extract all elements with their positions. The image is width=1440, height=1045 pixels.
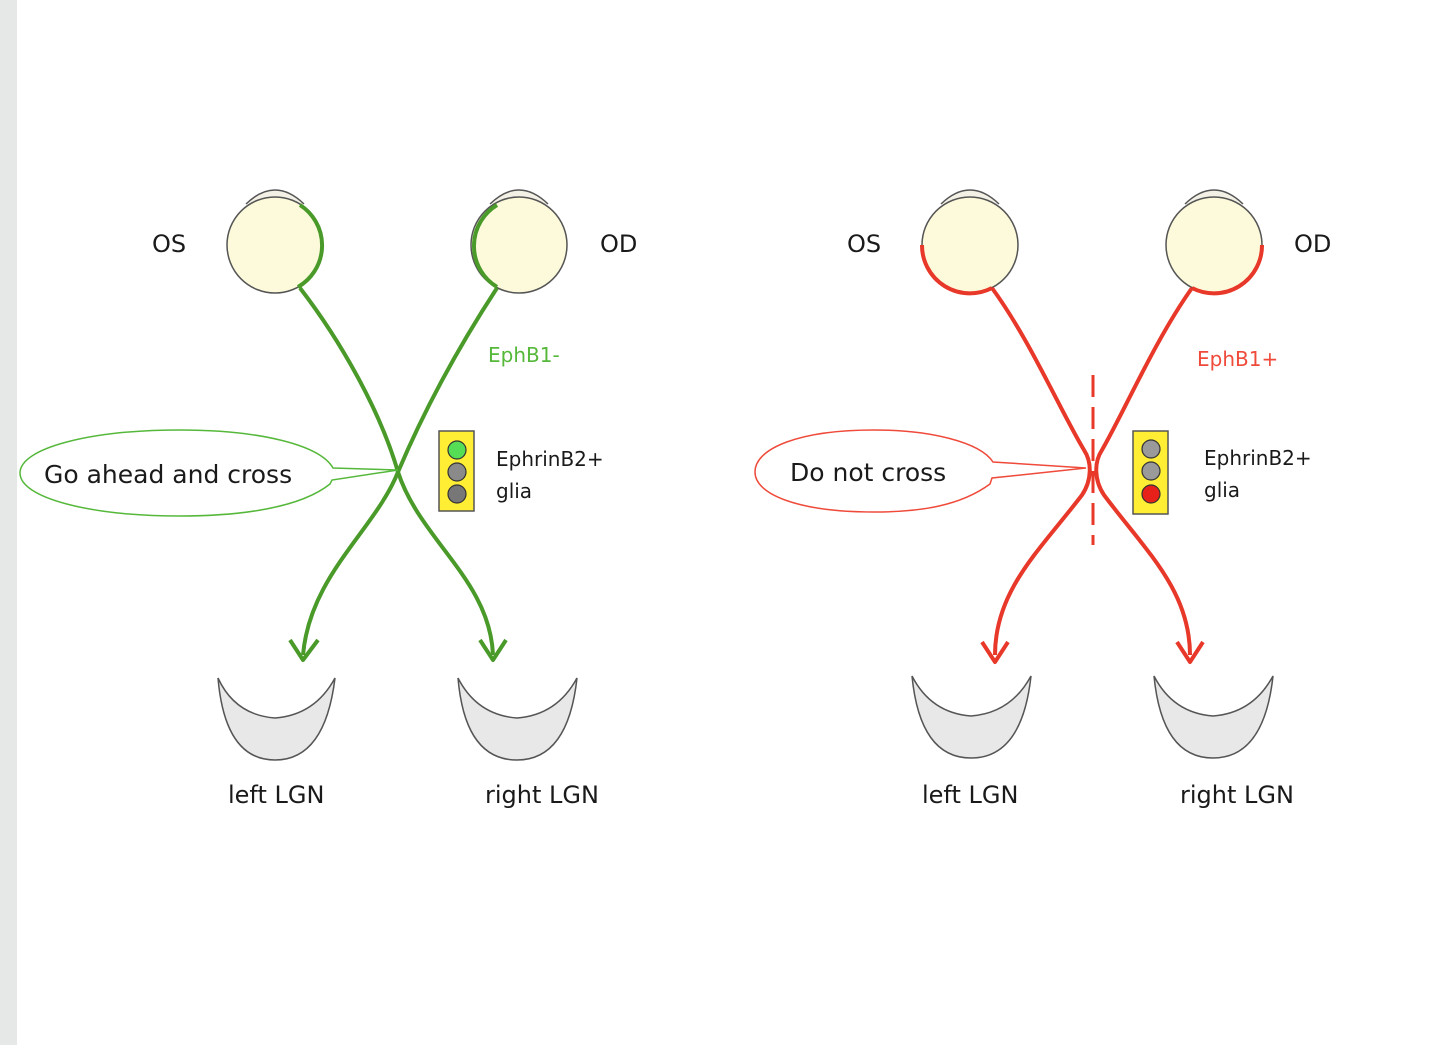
right-eye-label: OD: [1294, 230, 1331, 258]
glia-label-line1: EphrinB2+: [496, 447, 604, 471]
left-lgn-label: left LGN: [228, 781, 324, 809]
left-lgn-shape: [911, 675, 1032, 759]
go-cross-bubble: [19, 429, 399, 517]
right-panel: OS OD EphB1+ Do not cross EphrinB2+ glia…: [754, 189, 1331, 809]
receptor-label: EphB1-: [488, 343, 560, 367]
od-axon-ipsilateral: [1094, 286, 1194, 656]
os-axon-ipsilateral: [990, 286, 1092, 656]
left-eye-os: [919, 189, 1019, 296]
right-eye-label: OD: [600, 230, 637, 258]
left-eye-os: [226, 189, 325, 294]
signal-lamp-red: [1141, 484, 1161, 504]
left-panel: OS OD EphB1- Go ahead and cross EphrinB2…: [19, 189, 637, 809]
traffic-light-green: [438, 430, 475, 512]
traffic-light-red: [1132, 430, 1169, 515]
do-not-cross-bubble: [754, 429, 1087, 513]
arrowhead-right-lgn: [478, 638, 508, 662]
left-eye-label: OS: [152, 230, 186, 258]
right-lgn-label: right LGN: [485, 781, 599, 809]
right-lgn-shape: [457, 677, 578, 761]
signal-lamp-grey: [447, 484, 467, 504]
bubble-text: Go ahead and cross: [44, 460, 292, 489]
signal-lamp-grey: [1141, 461, 1161, 481]
left-edge-strip: [0, 0, 17, 1045]
arrowhead-left-lgn: [980, 640, 1010, 664]
right-lgn-shape: [1153, 675, 1274, 759]
right-eye-od: [470, 189, 568, 294]
bubble-text: Do not cross: [790, 458, 946, 487]
receptor-label: EphB1+: [1197, 347, 1278, 371]
signal-lamp-green: [447, 440, 467, 460]
left-lgn-label: left LGN: [922, 781, 1018, 809]
glia-label-line2: glia: [496, 479, 532, 503]
left-eye-label: OS: [847, 230, 881, 258]
left-lgn-shape: [217, 677, 336, 761]
signal-lamp-grey: [447, 462, 467, 482]
right-lgn-label: right LGN: [1180, 781, 1294, 809]
glia-label-line2: glia: [1204, 478, 1240, 502]
arrowhead-left-lgn: [288, 638, 320, 662]
right-eye-od: [1165, 189, 1265, 296]
signal-lamp-grey: [1141, 439, 1161, 459]
glia-label-line1: EphrinB2+: [1204, 446, 1312, 470]
arrowhead-right-lgn: [1175, 640, 1205, 664]
od-axon-crossing: [301, 286, 499, 656]
